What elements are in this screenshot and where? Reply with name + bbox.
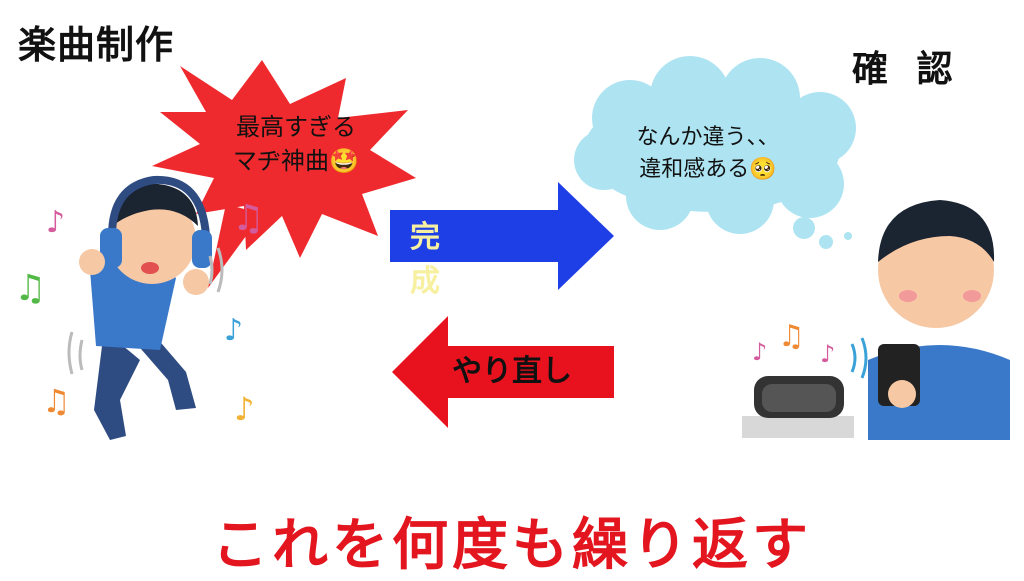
svg-text:♫: ♫	[778, 319, 805, 354]
sound-waves	[850, 337, 868, 379]
left-title: 楽曲制作	[18, 23, 175, 67]
speaker-device	[742, 376, 854, 438]
thought-cloud	[574, 56, 856, 249]
right-title: 確 認	[852, 49, 961, 90]
forward-arrow-label: 完 成	[410, 220, 478, 299]
svg-text:♪: ♪	[46, 205, 65, 240]
svg-text:♪: ♪	[820, 340, 835, 368]
person-with-phone	[868, 200, 1010, 440]
person-dancing-with-headphones	[79, 175, 212, 440]
motion-lines	[67, 247, 224, 375]
speech-burst	[152, 60, 416, 258]
back-arrow	[392, 316, 614, 428]
svg-text:♫: ♫	[42, 382, 71, 420]
forward-arrow	[390, 182, 614, 290]
burst-line-2: マヂ神曲🤩	[233, 147, 359, 175]
music-notes-right: ♪ ♫ ♪	[752, 319, 835, 368]
music-notes-left: ♪ ♫ ♫ ♪ ♫ ♪	[14, 198, 264, 428]
burst-text: 最高すぎる マヂ神曲🤩	[196, 110, 396, 178]
svg-text:♫: ♫	[14, 268, 46, 309]
cloud-text: なんか違う、、 違和感ある🥺	[598, 122, 818, 186]
svg-text:♪: ♪	[224, 313, 243, 348]
svg-text:♪: ♪	[752, 338, 767, 366]
svg-text:♪: ♪	[234, 390, 254, 428]
back-arrow-label: やり直し	[452, 354, 572, 389]
burst-line-1: 最高すぎる	[236, 113, 356, 141]
svg-text:♫: ♫	[232, 198, 264, 239]
cloud-line-1: なんか違う、、	[636, 125, 780, 150]
cloud-line-2: 違和感ある🥺	[639, 157, 777, 182]
bottom-caption: これを何度も繰り返す	[212, 513, 812, 578]
